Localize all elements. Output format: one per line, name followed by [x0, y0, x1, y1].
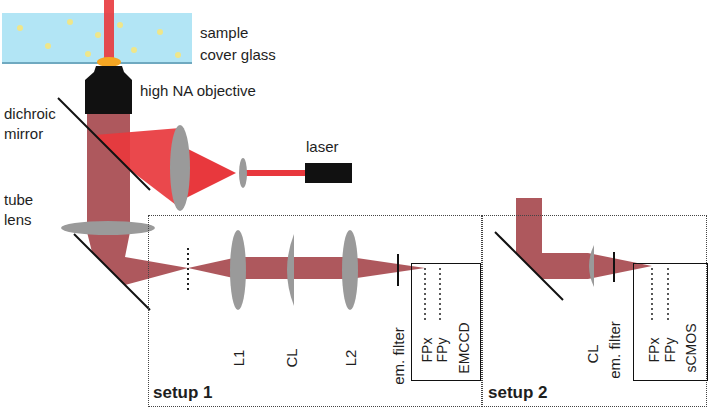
component-label: laser — [306, 138, 339, 155]
laser-beam — [104, 0, 114, 60]
fluorophores — [17, 19, 181, 58]
focal-plane — [651, 268, 653, 320]
setup-region: setup 2 FPxFPysCMOS — [482, 215, 707, 407]
laser-beam — [95, 128, 180, 208]
plane-label: FPy — [434, 338, 451, 363]
focal-plane — [667, 268, 669, 320]
focal-plane — [424, 268, 426, 320]
laser-beam — [243, 170, 305, 176]
plane-label: FPx — [419, 338, 436, 363]
part-label: L2 — [342, 350, 359, 367]
focus-glow — [97, 57, 121, 67]
part-label: CL — [584, 344, 601, 363]
part-label: CL — [283, 348, 300, 367]
emission-beam — [516, 198, 652, 279]
emission-filter — [613, 252, 615, 282]
component-label: dichroic mirror — [4, 104, 66, 144]
objective — [85, 66, 132, 114]
emission-filter — [397, 254, 399, 286]
camera-box: FPxFPysCMOS — [633, 263, 708, 381]
part-label: L1 — [230, 350, 247, 367]
lens — [230, 230, 246, 310]
cylindrical-lens — [287, 234, 294, 306]
setup-region: setup 1 FPxFPy EMCCD — [148, 215, 482, 407]
mirror — [74, 234, 150, 310]
lens — [170, 125, 190, 211]
component-label: high NA objective — [140, 82, 256, 99]
setup-title: setup 2 — [488, 383, 548, 403]
plane-label: sCMOS — [683, 324, 700, 373]
component-label: sample — [200, 24, 248, 41]
setup-title: setup 1 — [153, 383, 213, 403]
dichroic-mirror — [58, 98, 150, 190]
part-label: em. filter — [390, 327, 407, 385]
camera-box: FPxFPy EMCCD — [411, 263, 481, 381]
plane-label: FPy — [662, 338, 679, 363]
focal-plane — [439, 268, 441, 320]
plane-label: FPx — [646, 338, 663, 363]
sample-chamber — [2, 13, 192, 63]
image-plane — [187, 248, 189, 290]
laser-source — [305, 163, 352, 183]
mirror — [495, 232, 563, 300]
plane-label: EMCCD — [456, 322, 473, 373]
emission-beam — [188, 257, 425, 279]
tube-lens — [61, 221, 155, 235]
cylindrical-lens — [589, 245, 594, 287]
part-label: em. filter — [606, 321, 623, 379]
lens — [239, 158, 247, 188]
lens — [342, 230, 358, 310]
component-label: cover glass — [200, 46, 276, 63]
component-label: tube lens — [4, 190, 48, 230]
cover-glass — [2, 62, 192, 64]
